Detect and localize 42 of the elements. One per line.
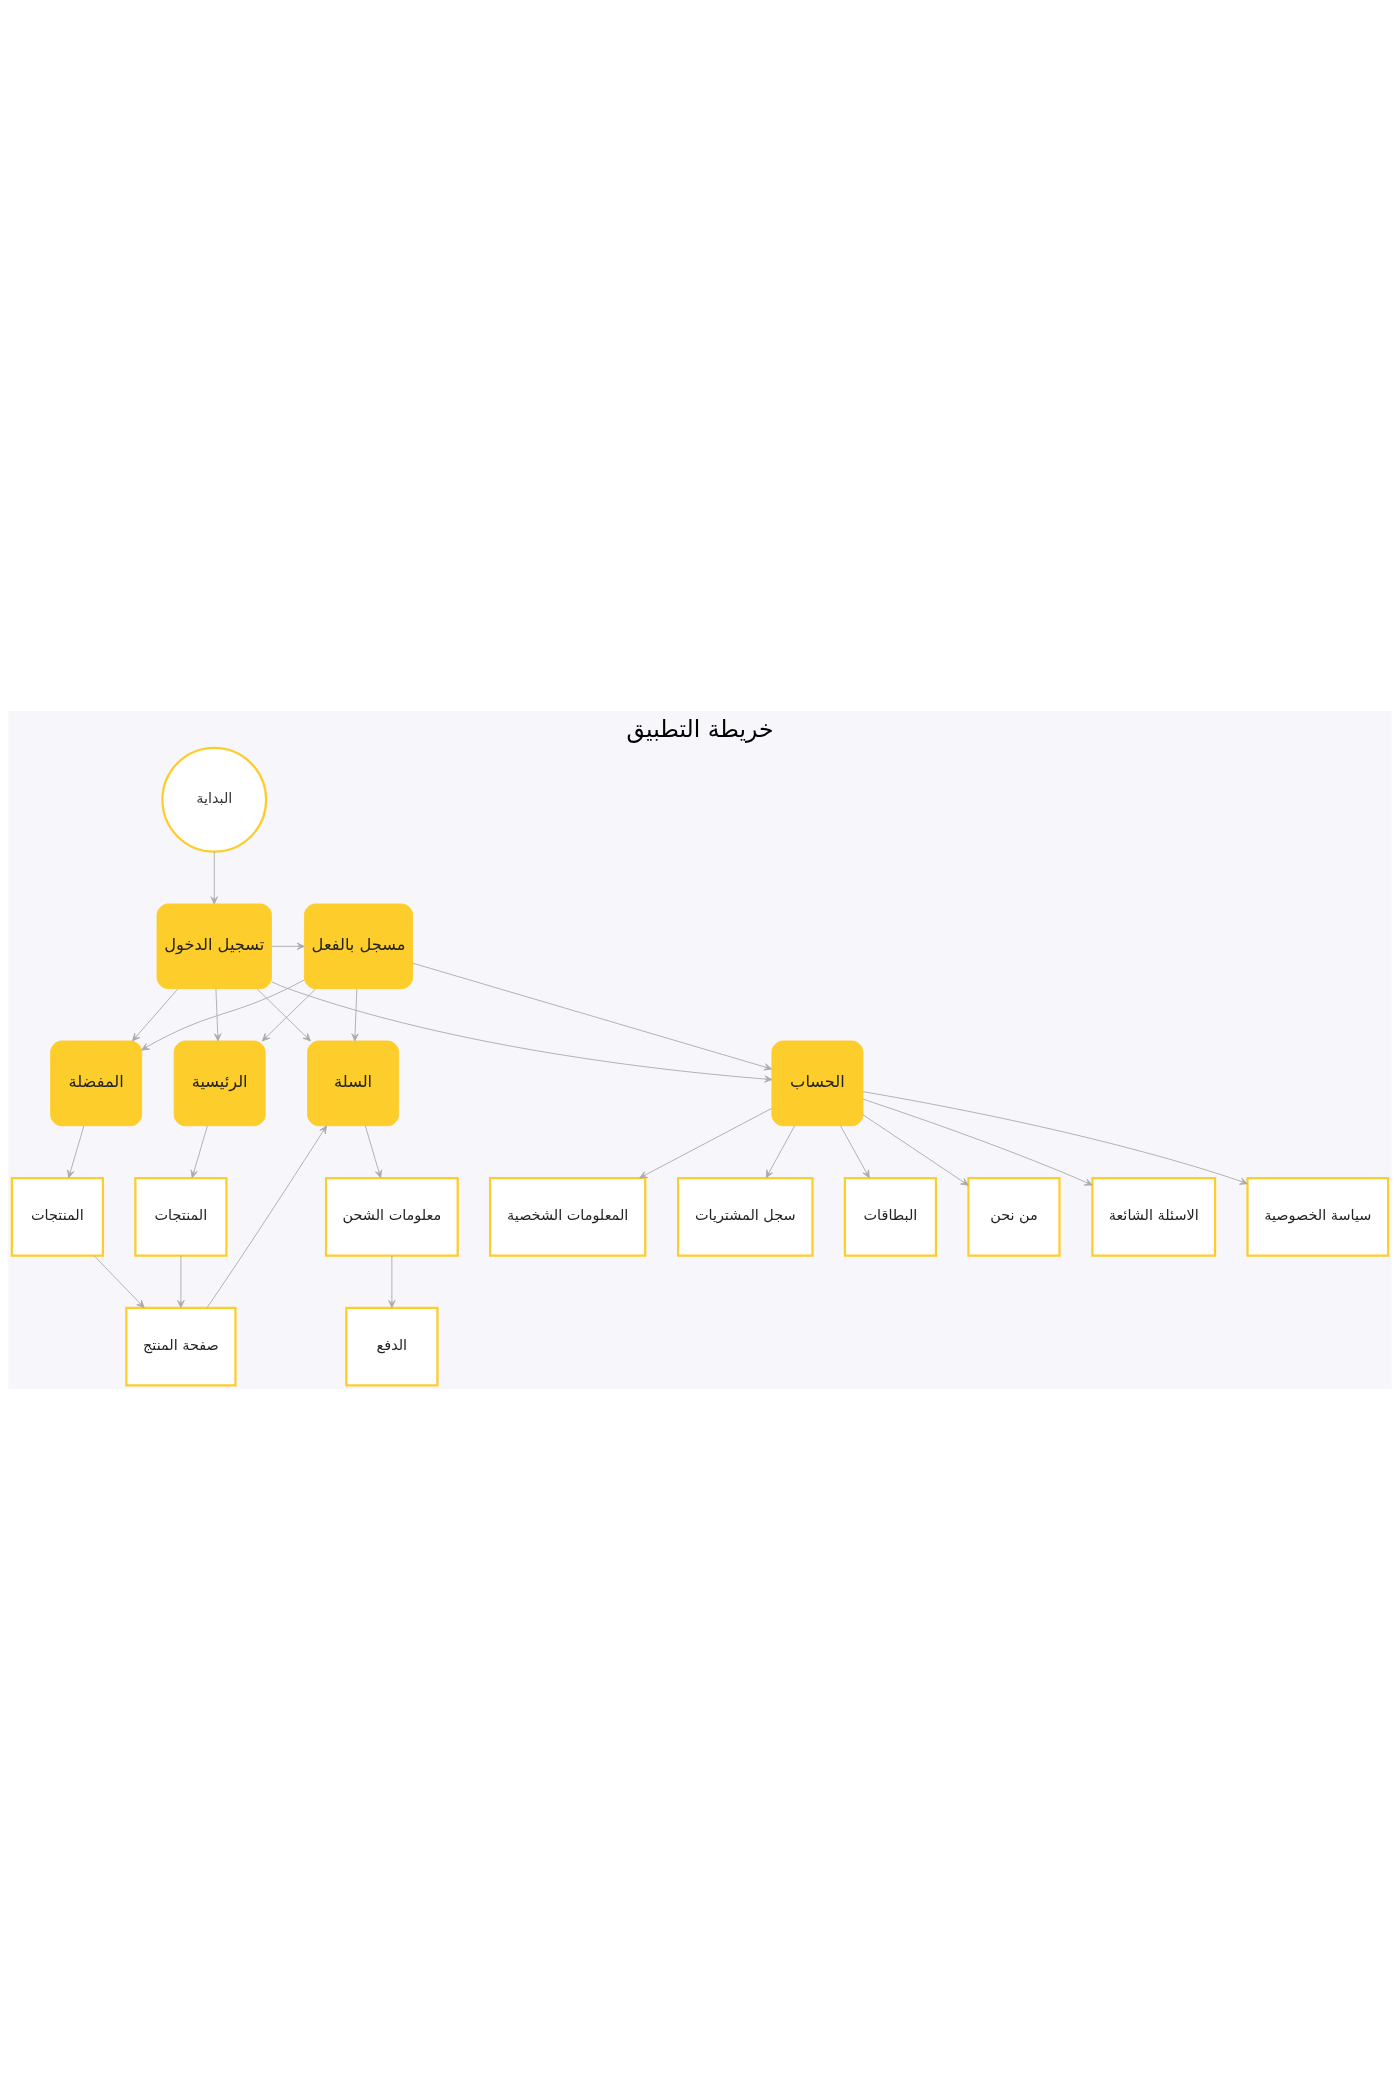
node-box: المعلومات الشخصية xyxy=(489,1176,647,1257)
node-box: معلومات الشحن xyxy=(324,1176,459,1257)
arrow xyxy=(256,988,311,1042)
arrow xyxy=(862,1114,969,1186)
node-box: المفضلة xyxy=(50,1040,143,1127)
arrow xyxy=(141,979,305,1051)
arrow xyxy=(639,1107,773,1179)
arrow xyxy=(364,1125,383,1179)
diagram-title: خريطة التطبيق xyxy=(626,714,774,743)
node-box: تسجيل الدخول xyxy=(156,903,272,990)
arrow xyxy=(210,851,218,905)
arrow xyxy=(388,1255,396,1309)
node-box: الاسئلة الشائعة xyxy=(1091,1176,1217,1257)
arrow xyxy=(93,1255,145,1309)
arrow xyxy=(67,1125,85,1179)
node-box: المنتجات xyxy=(10,1176,105,1257)
node-box: صفحة المنتج xyxy=(125,1306,237,1387)
arrow xyxy=(206,1125,327,1309)
arrow xyxy=(412,962,773,1071)
arrow xyxy=(271,981,773,1083)
arrow xyxy=(351,988,359,1042)
arrow xyxy=(190,1125,208,1179)
node-box: الدفع xyxy=(345,1306,439,1387)
arrow xyxy=(261,988,317,1042)
node-box: من نحن xyxy=(967,1176,1061,1257)
node-box: مسجل بالفعل xyxy=(303,903,414,990)
arrow xyxy=(177,1255,185,1309)
arrow xyxy=(132,988,179,1042)
arrow xyxy=(862,1091,1248,1185)
arrow xyxy=(862,1098,1093,1186)
arrow xyxy=(840,1125,870,1179)
node-box: الحساب xyxy=(771,1040,864,1127)
node-box: سياسة الخصوصية xyxy=(1246,1176,1390,1257)
arrow xyxy=(214,988,222,1042)
node-box: السلة xyxy=(307,1040,400,1127)
node-box: المنتجات xyxy=(134,1176,228,1257)
arrow xyxy=(271,942,305,950)
node-box: سجل المشتريات xyxy=(677,1176,814,1257)
node-circle: البداية xyxy=(161,746,268,853)
node-box: البطاقات xyxy=(843,1176,938,1257)
arrow xyxy=(765,1125,796,1179)
node-box: الرئيسية xyxy=(173,1040,266,1127)
